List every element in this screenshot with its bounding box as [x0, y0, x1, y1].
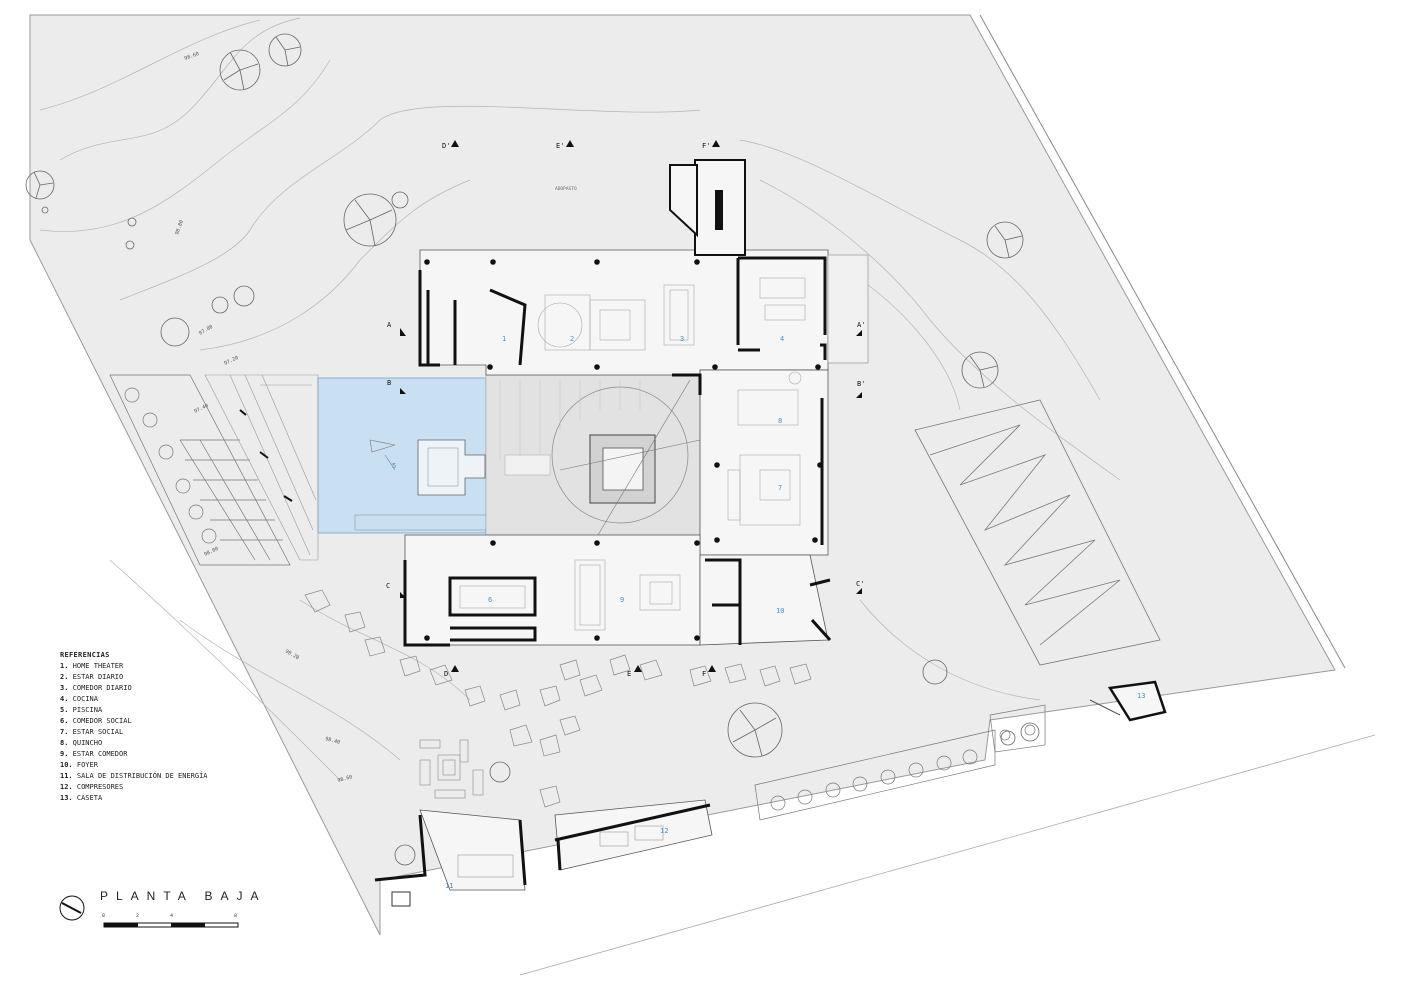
hedge-row-bottom: [754, 704, 1046, 821]
structural-columns: [424, 259, 823, 641]
garden-furniture: [419, 739, 484, 799]
contour-label: 98.60: [337, 774, 353, 784]
room-number: 2: [570, 335, 574, 343]
contour-label: 98.80: [174, 219, 185, 235]
room-numbers: 1 2 3 4 5 6 7 8 9 10 11 12 13: [392, 335, 1145, 890]
contour-lines: [39, 17, 1121, 781]
contour-label: 98.40: [324, 736, 340, 746]
pool-deck: [204, 374, 319, 561]
section-markers: A A' B B' C C' D D' E E' F F': [386, 140, 865, 678]
contour-label: 98.60: [184, 51, 200, 62]
section-label-f-prime: F': [702, 142, 710, 150]
plan-title: PLANTA BAJA: [100, 889, 267, 903]
scale-tick-label: 8: [234, 913, 238, 919]
room-number: 3: [680, 335, 684, 343]
foyer: [699, 554, 829, 646]
section-label-a-prime: A': [857, 321, 865, 329]
pool: [317, 377, 517, 536]
scale-labels: 0 2 4 8: [100, 913, 240, 921]
section-label-f: F: [702, 670, 706, 678]
room-number: 1: [502, 335, 506, 343]
legend: REFERENCIAS 1. HOME THEATER 2. ESTAR DIA…: [60, 650, 210, 804]
section-label-a: A: [387, 321, 392, 329]
furniture: [459, 277, 806, 631]
section-label-e-prime: E': [556, 142, 564, 150]
section-label-d: D: [444, 670, 448, 678]
legend-item: 13. CASETA: [60, 794, 103, 802]
room-number: 10: [776, 607, 784, 615]
legend-item: 1. HOME THEATER: [60, 662, 124, 670]
scale-tick-label: 0: [102, 913, 106, 919]
courtyard: [485, 374, 701, 541]
section-label-d-prime: D': [442, 142, 450, 150]
legend-item: 4. COCINA: [60, 695, 98, 703]
section-label-c-prime: C': [856, 580, 864, 588]
legend-item: 7. ESTAR SOCIAL: [60, 728, 124, 736]
room-number: 13: [1137, 692, 1145, 700]
room-number: 12: [660, 827, 668, 835]
legend-item: 11. SALA DE DISTRIBUCIÓN DE ENERGÍA: [60, 772, 208, 780]
east-wing: [699, 369, 829, 556]
legend-item: 6. COMEDOR SOCIAL: [60, 717, 132, 725]
room-number: 6: [488, 596, 492, 604]
legend-item: 10. FOYER: [60, 761, 98, 769]
legend-title: REFERENCIAS: [60, 651, 110, 659]
room-number: 4: [780, 335, 784, 343]
room-number: 8: [778, 417, 782, 425]
legend-item: 9. ESTAR COMEDOR: [60, 750, 128, 758]
room-number: 5: [392, 462, 396, 470]
parking-area: [914, 399, 1161, 666]
section-label-b-prime: B': [857, 380, 865, 388]
legend-item: 2. ESTAR DIARIO: [60, 673, 124, 681]
section-label-e: E: [627, 670, 631, 678]
legend-item: 5. PISCINA: [60, 706, 103, 714]
north-wing: [419, 249, 829, 376]
room-number: 9: [620, 596, 624, 604]
contour-label: 98.00: [203, 546, 219, 558]
street-line-2: [979, 14, 1346, 669]
scale-bar: [103, 922, 239, 928]
walls: [403, 256, 832, 647]
stepping-stones: [304, 589, 812, 808]
north-arrow: [59, 895, 85, 921]
section-label-b: B: [387, 379, 391, 387]
room-number: 7: [778, 484, 782, 492]
scale-tick-label: 2: [136, 913, 140, 919]
legend-item: 8. QUINCHO: [60, 739, 103, 747]
scale-tick-label: 4: [170, 913, 174, 919]
contour-label: 97.20: [223, 355, 239, 367]
section-label-c: C: [386, 582, 390, 590]
south-wing: [404, 534, 701, 646]
outbuildings: [374, 680, 1167, 907]
contour-label: 97.40: [193, 403, 209, 415]
hedge-row-left: [109, 374, 291, 566]
legend-item: 3. COMEDOR DIARIO: [60, 684, 132, 692]
trees: [25, 33, 1040, 866]
street-line: [519, 734, 1376, 976]
site-note: ADOPASTO: [555, 186, 577, 192]
room-number: 11: [445, 882, 453, 890]
legend-item: 12. COMPRESORES: [60, 783, 124, 791]
